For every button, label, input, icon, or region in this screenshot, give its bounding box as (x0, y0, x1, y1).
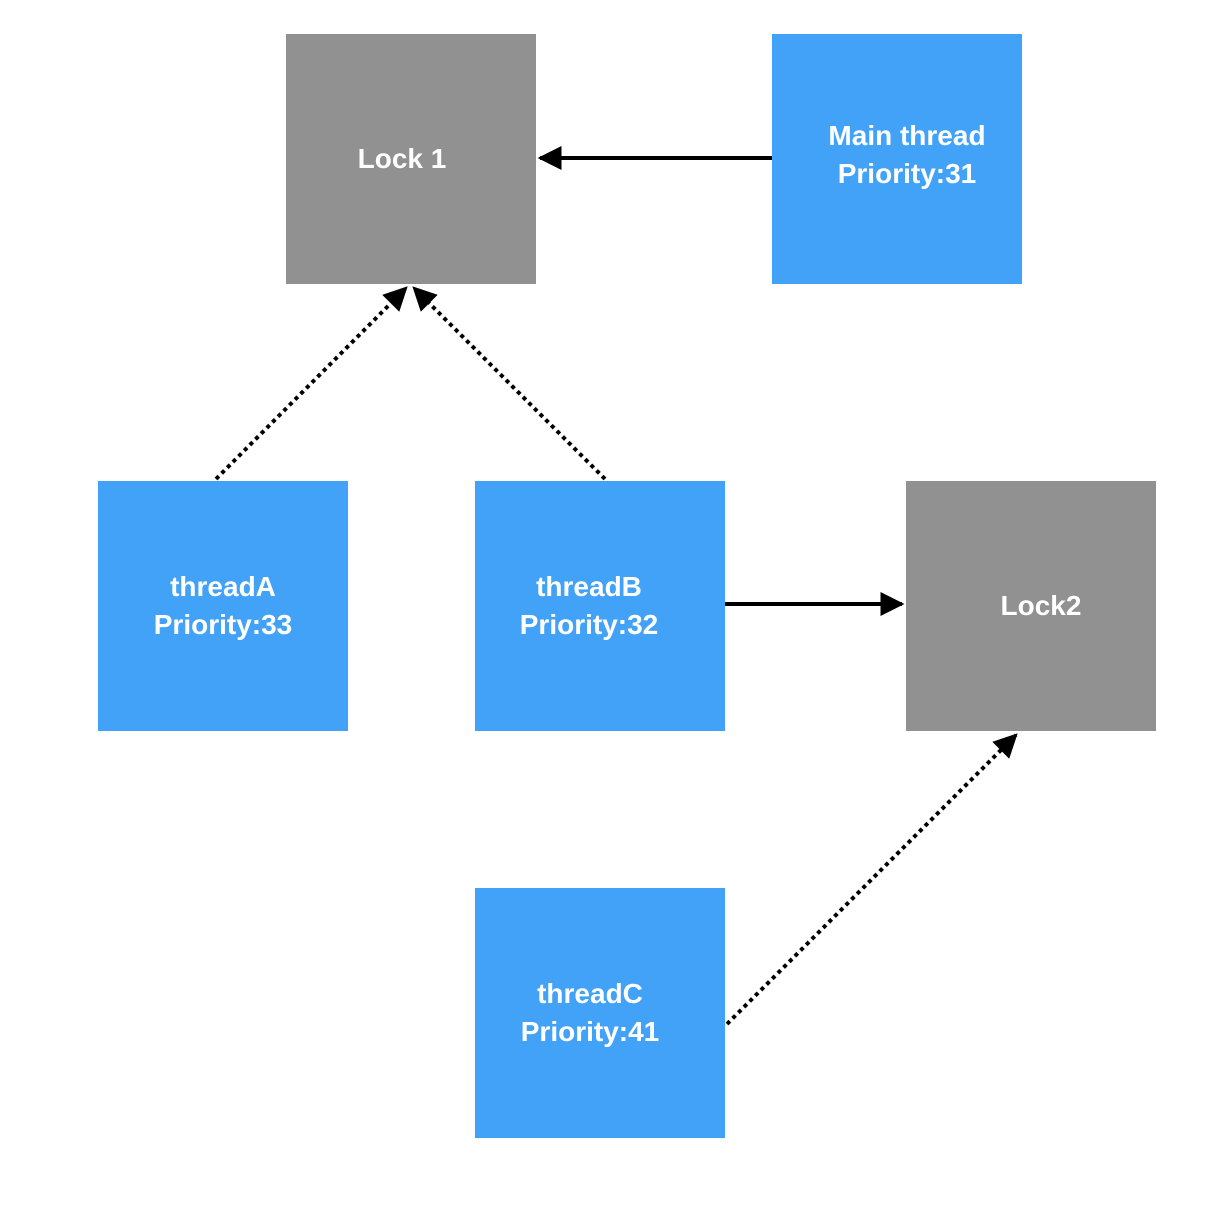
threadB-name: threadB (536, 571, 642, 602)
threadA-name: threadA (170, 571, 276, 602)
main-thread-name: Main thread (828, 120, 986, 151)
lock1-node: Lock 1 (286, 34, 536, 284)
edge-threadB-to-lock1 (412, 286, 607, 481)
threadC-priority: Priority:41 (520, 1016, 660, 1047)
edge-threadC-to-lock2 (725, 733, 1018, 1026)
threadC-name: threadC (537, 978, 643, 1009)
threadA-priority: Priority:33 (153, 609, 293, 640)
lock1-label: Lock 1 (357, 143, 447, 174)
threadB-priority: Priority:32 (519, 609, 659, 640)
main-thread-node: Main thread Priority:31 (772, 34, 1022, 284)
main-thread-priority: Priority:31 (837, 158, 977, 189)
threadA-node: threadA Priority:33 (98, 481, 348, 731)
lock2-node: Lock2 (906, 481, 1156, 731)
lock2-label: Lock2 (1000, 590, 1082, 621)
edge-threadA-to-lock1 (214, 286, 408, 481)
threadC-node: threadC Priority:41 (475, 888, 725, 1138)
threadB-node: threadB Priority:32 (475, 481, 725, 731)
